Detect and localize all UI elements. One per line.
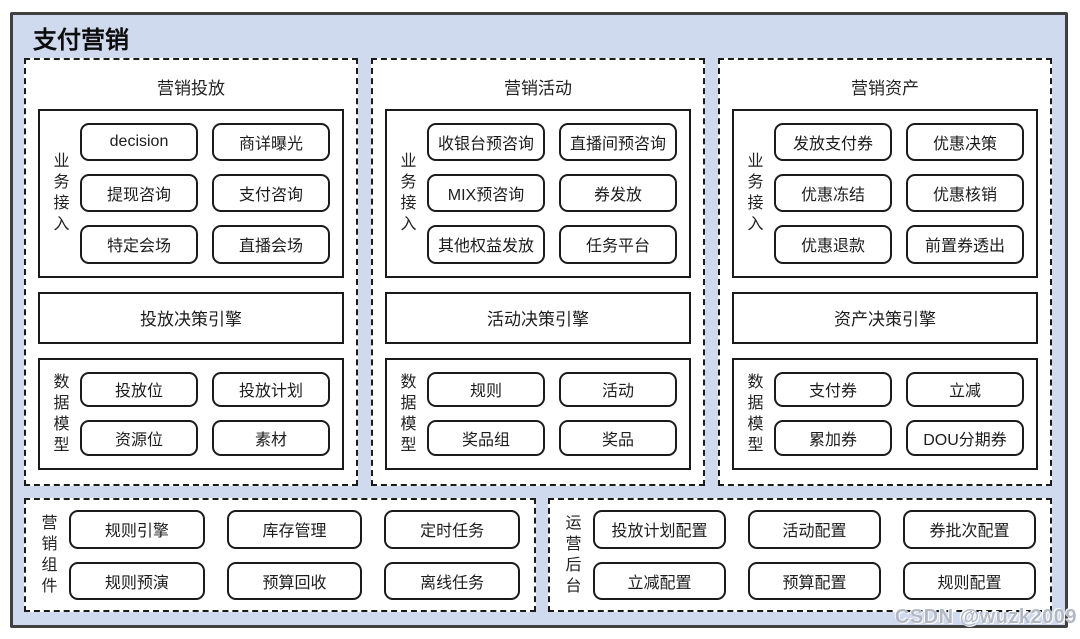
node-box: 商详曝光 xyxy=(212,123,330,162)
node-box: 定时任务 xyxy=(384,510,520,549)
node-box: 活动配置 xyxy=(748,510,881,549)
components-grid: 规则引擎 库存管理 定时任务 规则预演 预算回收 离线任务 xyxy=(69,510,520,600)
business-access-group: 业务接入 decision 商详曝光 提现咨询 支付咨询 特定会场 直播会场 xyxy=(38,109,344,278)
watermark: CSDN @wuzk2009 xyxy=(894,606,1077,628)
node-box: 优惠核销 xyxy=(906,174,1024,213)
page-title: 支付营销 xyxy=(33,27,129,54)
panel-title: 营销活动 xyxy=(504,79,572,98)
backend-grid: 投放计划配置 活动配置 券批次配置 立减配置 预算配置 规则配置 xyxy=(593,510,1036,600)
business-access-group: 业务接入 发放支付券 优惠决策 优惠冻结 优惠核销 优惠退款 前置券透出 xyxy=(732,109,1038,278)
node-box: 库存管理 xyxy=(226,510,363,549)
panel-marketing-activity: 营销活动 业务接入 收银台预咨询 直播间预咨询 MIX预咨询 券发放 其他权益发… xyxy=(371,58,705,486)
node-box: 投放计划配置 xyxy=(593,510,726,549)
node-box: 投放位 xyxy=(80,371,198,408)
node-box: 奖品组 xyxy=(427,420,545,456)
node-box: 前置券透出 xyxy=(906,225,1024,264)
node-box: 投放计划 xyxy=(212,371,330,408)
node-box: decision xyxy=(80,123,198,162)
decision-engine-box: 活动决策引擎 xyxy=(385,291,691,344)
data-model-label: 数据模型 xyxy=(747,373,764,454)
data-model-group: 数据模型 规则 活动 奖品组 奖品 xyxy=(385,357,691,470)
business-access-label: 业务接入 xyxy=(747,153,764,234)
node-box: 券发放 xyxy=(559,174,677,213)
panel-marketing-assets: 营销资产 业务接入 发放支付券 优惠决策 优惠冻结 优惠核销 优惠退款 前置券透… xyxy=(718,58,1052,486)
node-box: 立减 xyxy=(906,371,1024,408)
node-box: 规则 xyxy=(427,371,545,408)
node-box: 直播间预咨询 xyxy=(559,123,677,162)
node-box: 直播会场 xyxy=(212,225,330,264)
node-box: 预算回收 xyxy=(226,561,363,600)
node-box: 离线任务 xyxy=(384,561,520,600)
node-box: 预算配置 xyxy=(748,561,881,600)
node-box: 其他权益发放 xyxy=(427,225,545,264)
node-box: 优惠退款 xyxy=(774,225,892,264)
node-box: DOU分期券 xyxy=(906,420,1024,456)
data-model-group: 数据模型 投放位 投放计划 资源位 素材 xyxy=(38,357,344,470)
bottom-row: 营销组件 规则引擎 库存管理 定时任务 规则预演 预算回收 离线任务 运营后台 … xyxy=(24,498,1052,612)
access-items-grid: 发放支付券 优惠决策 优惠冻结 优惠核销 优惠退款 前置券透出 xyxy=(774,123,1024,264)
node-box: 任务平台 xyxy=(559,225,677,264)
node-box: 提现咨询 xyxy=(80,174,198,213)
model-items-grid: 投放位 投放计划 资源位 素材 xyxy=(80,371,330,456)
operations-backend-section: 运营后台 投放计划配置 活动配置 券批次配置 立减配置 预算配置 规则配置 xyxy=(548,498,1052,612)
node-box: 资源位 xyxy=(80,420,198,456)
access-items-grid: decision 商详曝光 提现咨询 支付咨询 特定会场 直播会场 xyxy=(80,123,330,264)
operations-backend-label: 运营后台 xyxy=(565,514,582,596)
node-box: MIX预咨询 xyxy=(427,174,545,213)
node-box: 发放支付券 xyxy=(774,123,892,162)
node-box: 奖品 xyxy=(559,420,677,456)
node-box: 优惠冻结 xyxy=(774,174,892,213)
data-model-label: 数据模型 xyxy=(400,373,417,454)
node-box: 累加券 xyxy=(774,420,892,456)
node-box: 活动 xyxy=(559,371,677,408)
node-box: 规则预演 xyxy=(69,561,205,600)
data-model-label: 数据模型 xyxy=(53,373,70,454)
decision-engine-box: 投放决策引擎 xyxy=(38,291,344,344)
decision-engine-box: 资产决策引擎 xyxy=(732,291,1038,344)
business-access-group: 业务接入 收银台预咨询 直播间预咨询 MIX预咨询 券发放 其他权益发放 任务平… xyxy=(385,109,691,278)
node-box: 支付咨询 xyxy=(212,174,330,213)
business-access-label: 业务接入 xyxy=(53,153,70,234)
node-box: 立减配置 xyxy=(593,561,726,600)
node-box: 支付券 xyxy=(774,371,892,408)
model-items-grid: 支付券 立减 累加券 DOU分期券 xyxy=(774,371,1024,456)
panel-title: 营销投放 xyxy=(157,79,225,98)
node-box: 券批次配置 xyxy=(903,510,1036,549)
panel-title: 营销资产 xyxy=(851,79,919,98)
node-box: 优惠决策 xyxy=(906,123,1024,162)
data-model-group: 数据模型 支付券 立减 累加券 DOU分期券 xyxy=(732,357,1038,470)
business-access-label: 业务接入 xyxy=(400,153,417,234)
node-box: 规则配置 xyxy=(903,561,1036,600)
marketing-components-label: 营销组件 xyxy=(41,514,58,596)
node-box: 特定会场 xyxy=(80,225,198,264)
marketing-components-section: 营销组件 规则引擎 库存管理 定时任务 规则预演 预算回收 离线任务 xyxy=(24,498,536,612)
node-box: 规则引擎 xyxy=(69,510,205,549)
columns-row: 营销投放 业务接入 decision 商详曝光 提现咨询 支付咨询 特定会场 直… xyxy=(24,58,1052,486)
node-box: 收银台预咨询 xyxy=(427,123,545,162)
node-box: 素材 xyxy=(212,420,330,456)
payment-marketing-frame: 支付营销 营销投放 业务接入 decision 商详曝光 提现咨询 支付咨询 特… xyxy=(10,12,1068,628)
access-items-grid: 收银台预咨询 直播间预咨询 MIX预咨询 券发放 其他权益发放 任务平台 xyxy=(427,123,677,264)
panel-marketing-placement: 营销投放 业务接入 decision 商详曝光 提现咨询 支付咨询 特定会场 直… xyxy=(24,58,358,486)
model-items-grid: 规则 活动 奖品组 奖品 xyxy=(427,371,677,456)
